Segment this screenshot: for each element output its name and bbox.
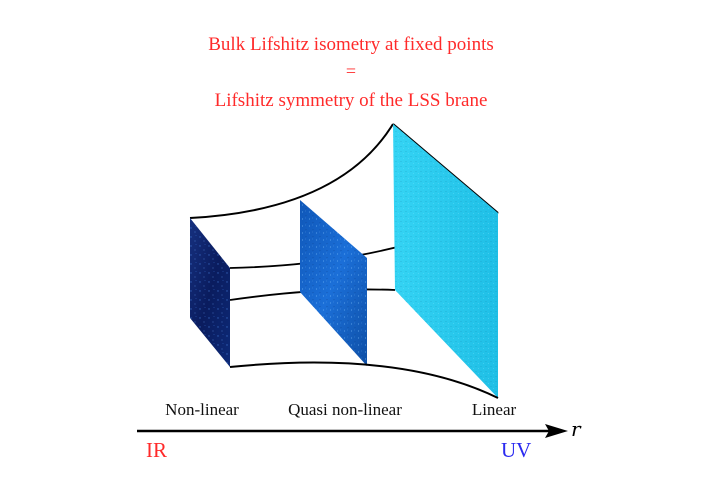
regime-label-nonlinear: Non-linear bbox=[165, 400, 239, 419]
nonlinear-panel bbox=[190, 218, 230, 367]
uv-label: UV bbox=[501, 438, 532, 462]
ir-label: IR bbox=[146, 438, 167, 462]
title-equals-sign: = bbox=[345, 61, 357, 81]
regime-label-quasi-nonlinear: Quasi non-linear bbox=[288, 400, 402, 419]
bulk-bottom-boundary-curve bbox=[229, 361, 499, 399]
title-line-1: Bulk Lifshitz isometry at fixed points bbox=[208, 34, 494, 55]
linear-panel bbox=[393, 124, 498, 398]
bulk-top-boundary-curve bbox=[189, 123, 394, 219]
r-axis-variable-label: r bbox=[571, 417, 581, 441]
r-axis-arrowhead bbox=[545, 424, 568, 438]
regime-label-linear: Linear bbox=[471, 400, 517, 419]
title-line-2: Lifshitz symmetry of the LSS brane bbox=[214, 90, 488, 111]
quasi-nonlinear-panel bbox=[300, 200, 367, 366]
